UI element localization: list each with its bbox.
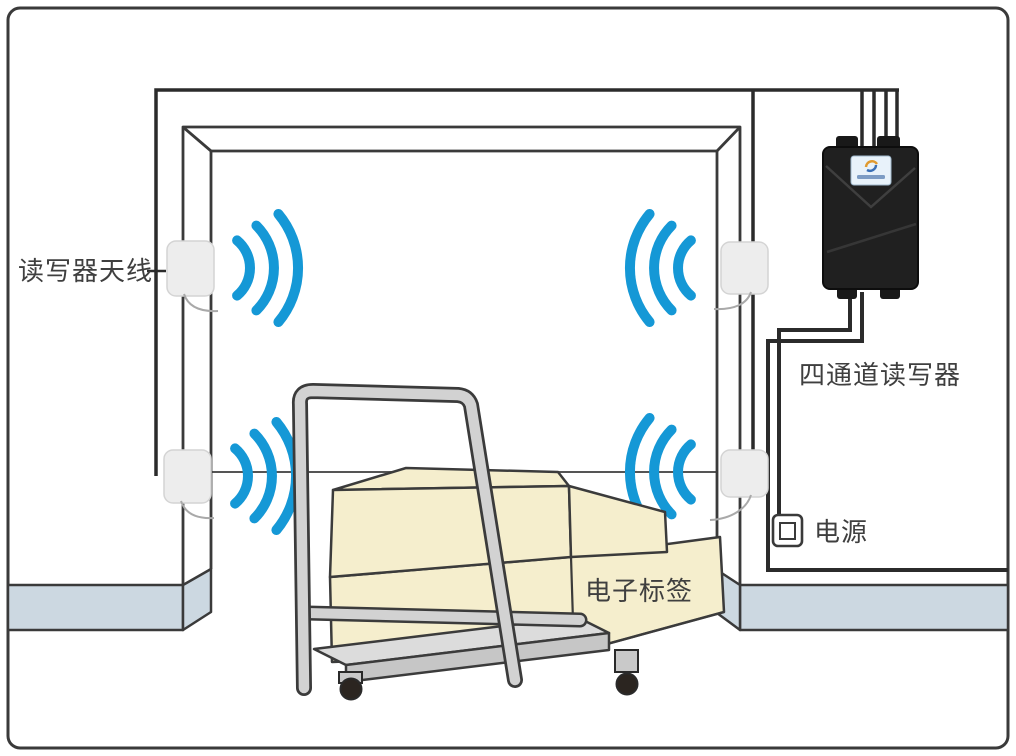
wheel-left (339, 677, 363, 701)
wave-arc (673, 439, 696, 505)
power-plug-inner (779, 522, 796, 540)
power-cable (777, 292, 852, 516)
door-frame-miter-left (182, 125, 212, 153)
pigtail-upper-right (713, 291, 752, 311)
brand-microtext (857, 175, 885, 179)
box-top-sideface (567, 484, 669, 559)
baseboard-left-endcap (181, 567, 213, 632)
wave-arc (624, 209, 655, 327)
wave-arc (249, 428, 277, 524)
wave-arc (230, 443, 253, 509)
antenna-panel-lower-left (163, 449, 212, 504)
power-connector-icon (771, 513, 804, 548)
cart-deck (312, 615, 611, 684)
brand-logo-icon (866, 164, 878, 173)
cable-run-top (154, 88, 899, 476)
pigtail-lower-right (709, 494, 752, 521)
wave-arc (673, 235, 696, 301)
label-reader-antenna: 读写器天线 (18, 256, 154, 286)
antenna-pigtails (180, 291, 752, 521)
reader-cables (766, 292, 1008, 572)
wave-arc (251, 220, 279, 316)
reader-device (822, 136, 919, 299)
signal-waves-upper-right (624, 209, 696, 327)
door-frame-inner (209, 149, 719, 570)
label-electronic-tag: 电子标签 (585, 576, 694, 606)
brand-logo-icon (864, 160, 879, 168)
door-frame (181, 125, 742, 585)
reader-body (822, 146, 919, 290)
wave-arc (273, 209, 304, 327)
diagram-border (6, 6, 1010, 750)
wave-arc (649, 220, 677, 316)
label-four-channel-reader: 四通道读写器 (799, 360, 962, 390)
data-cable (766, 292, 1008, 572)
signal-waves-upper-left (232, 209, 304, 327)
reader-sheen (826, 222, 917, 254)
pigtail-lower-left (180, 500, 215, 520)
cart-wheels (338, 649, 639, 701)
tagged-boxes (328, 466, 726, 664)
reader-sheen (825, 165, 916, 209)
antenna-panel-upper-left (166, 240, 215, 297)
antenna-panel-lower-right (720, 449, 769, 498)
wave-arc (649, 424, 677, 520)
label-power: 电源 (814, 517, 869, 547)
door-frame-outer (181, 125, 742, 585)
caster-bracket-right (614, 649, 639, 673)
wall-baseboard (6, 567, 1010, 632)
door-frame-miter-right (715, 126, 742, 152)
wave-arc (232, 235, 255, 301)
cart-handle (291, 383, 523, 696)
baseboard-left (6, 583, 185, 632)
pigtail-upper-left (183, 293, 219, 313)
reader-antennas (163, 240, 769, 504)
wheel-right (615, 672, 639, 696)
cart-crossbar (299, 605, 588, 628)
crossbar-tube (302, 608, 585, 625)
antenna-panel-upper-right (720, 241, 769, 295)
handle-tube (294, 385, 521, 694)
baseboard-right (738, 583, 1010, 632)
